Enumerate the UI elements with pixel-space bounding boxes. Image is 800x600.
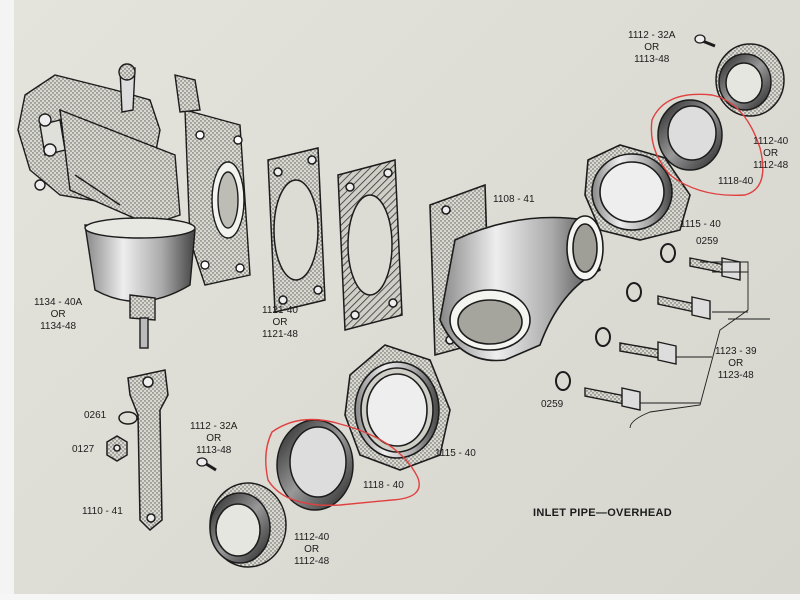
bolt-1 [689, 257, 741, 281]
highlight-ring-bottom [265, 418, 420, 506]
label-washer-bottom: 0259 [541, 399, 564, 410]
highlight-annotations [265, 93, 764, 506]
washer-4 [555, 371, 571, 391]
small-screw-top [694, 34, 716, 48]
page-bottom-edge [0, 594, 800, 600]
bolt-2 [657, 295, 711, 320]
label-nut-large-bottom: 1115 - 40 [435, 448, 476, 459]
page-edge [0, 0, 14, 600]
seal-ring-bottom [276, 419, 354, 511]
label-seal-ring-top: 1118-40 [718, 176, 754, 187]
washer-3 [595, 327, 611, 347]
washer-2 [626, 282, 642, 302]
bracket-part [127, 369, 169, 532]
label-nut-large-top: 1115 - 40 [680, 219, 721, 230]
hex-nut-top [584, 144, 691, 241]
bolt-4 [584, 387, 641, 411]
carburetor-part [17, 63, 251, 349]
bolt-3 [619, 341, 677, 365]
threaded-ring-bottom [209, 482, 287, 568]
label-pipe: 1108 - 41 [493, 194, 535, 205]
flange-gasket-1 [267, 147, 326, 313]
flange-gasket-2 [337, 159, 403, 331]
washer-1 [660, 243, 676, 263]
label-lockwasher: 0261 [84, 410, 107, 421]
label-small-nut: 0127 [72, 444, 95, 455]
hex-nut-bottom [344, 344, 451, 471]
leader-lines [629, 261, 770, 429]
label-seal-ring-bottom: 1118 - 40 [363, 480, 404, 491]
small-nut-part [106, 435, 128, 462]
inlet-pipe-part [429, 183, 604, 362]
lockwasher-part [118, 411, 138, 425]
highlight-ring-top [650, 93, 764, 197]
threaded-ring-top [715, 43, 785, 117]
small-screw-bottom [196, 457, 217, 472]
diagram-title: INLET PIPE—OVERHEAD [533, 507, 672, 519]
label-bracket: 1110 - 41 [82, 506, 123, 517]
seal-ring-top [657, 99, 723, 171]
label-washer-top: 0259 [696, 236, 719, 247]
